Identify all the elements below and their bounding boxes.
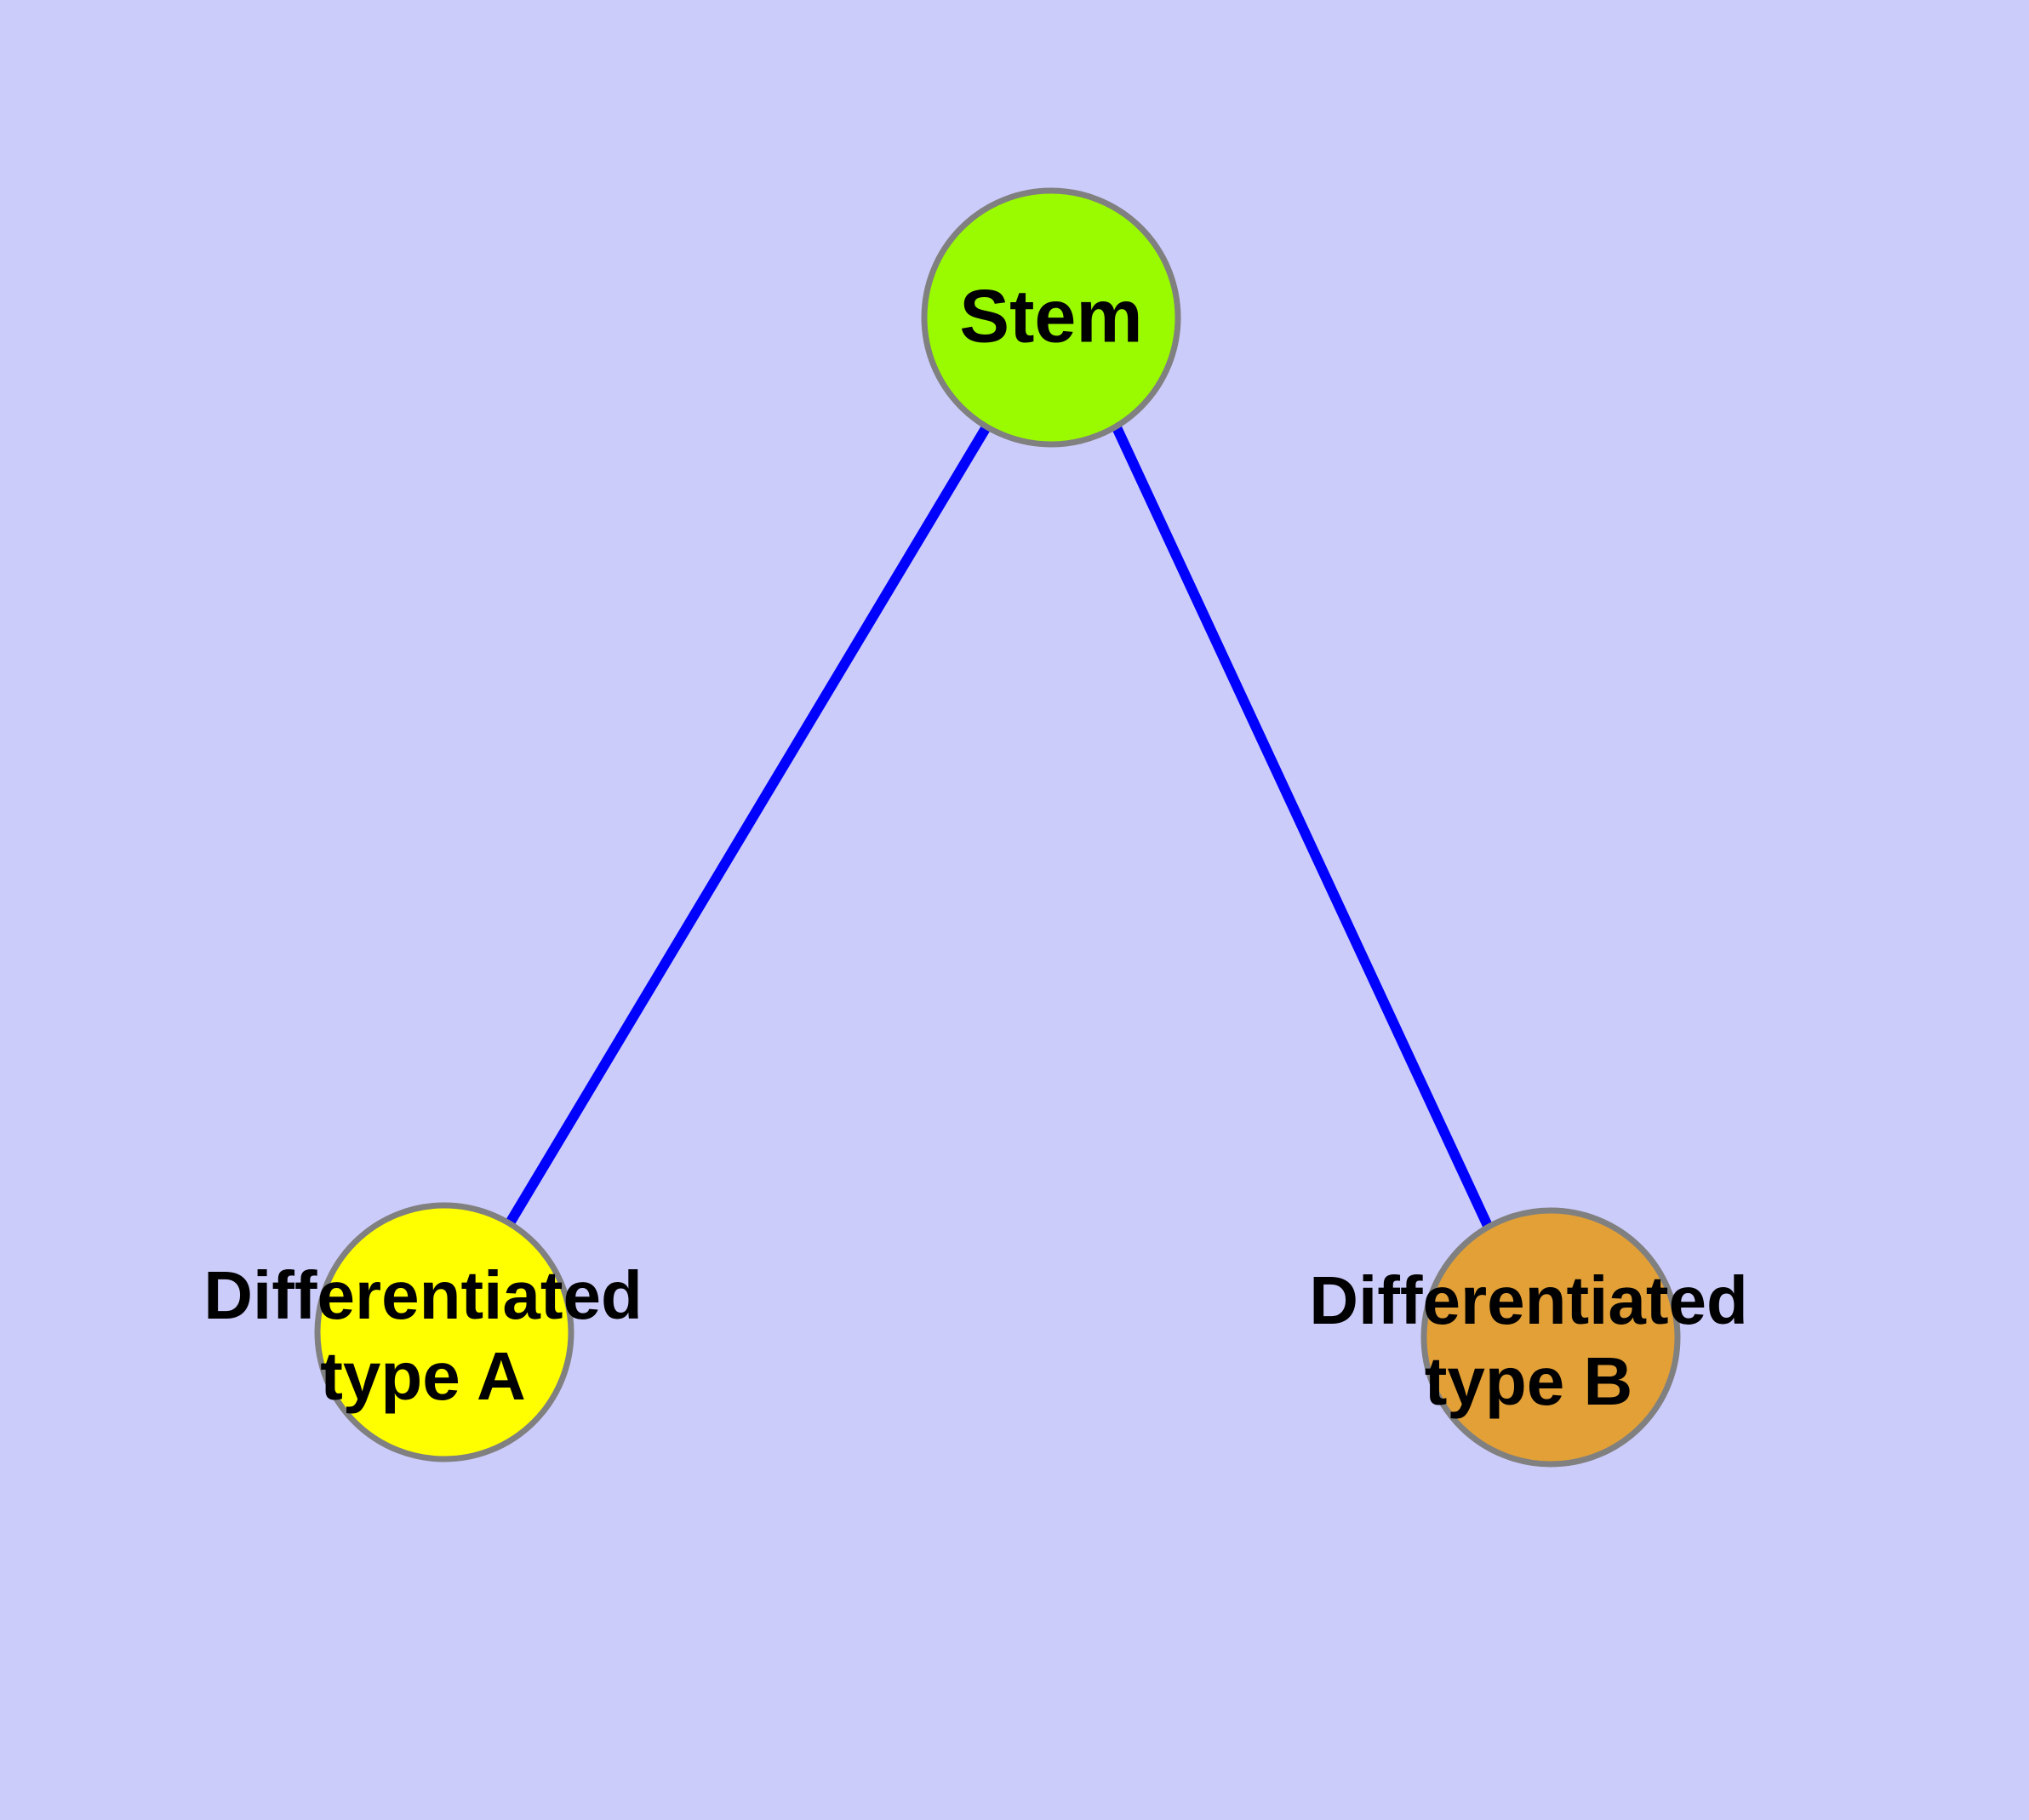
node-label-layer: Differentiated type A Differentiated typ… <box>203 1257 1748 1419</box>
node-differentiated-type-b-label-line-2: type B <box>1425 1343 1633 1419</box>
node-differentiated-type-a-circle[interactable] <box>314 1202 574 1462</box>
node-differentiated-type-b-circle[interactable] <box>1420 1207 1681 1468</box>
node-differentiated-type-b[interactable] <box>1420 1207 1681 1468</box>
edge-layer <box>506 422 1493 1228</box>
node-stem-circle[interactable] <box>921 187 1181 448</box>
node-differentiated-type-b-label-line-1: Differentiated <box>1309 1262 1748 1338</box>
node-stem-label-line-1: Stem <box>959 273 1142 358</box>
node-differentiated-type-a-label-line-2: type A <box>320 1338 526 1414</box>
node-layer: Stem <box>314 187 1681 1468</box>
node-differentiated-type-a-label-line-1: Differentiated <box>203 1257 643 1333</box>
edge-stem-to-differentiated-type-a[interactable] <box>506 422 992 1225</box>
edge-stem-to-differentiated-type-b[interactable] <box>1111 423 1493 1228</box>
node-differentiated-type-a[interactable] <box>314 1202 574 1462</box>
node-stem[interactable]: Stem <box>921 187 1181 448</box>
